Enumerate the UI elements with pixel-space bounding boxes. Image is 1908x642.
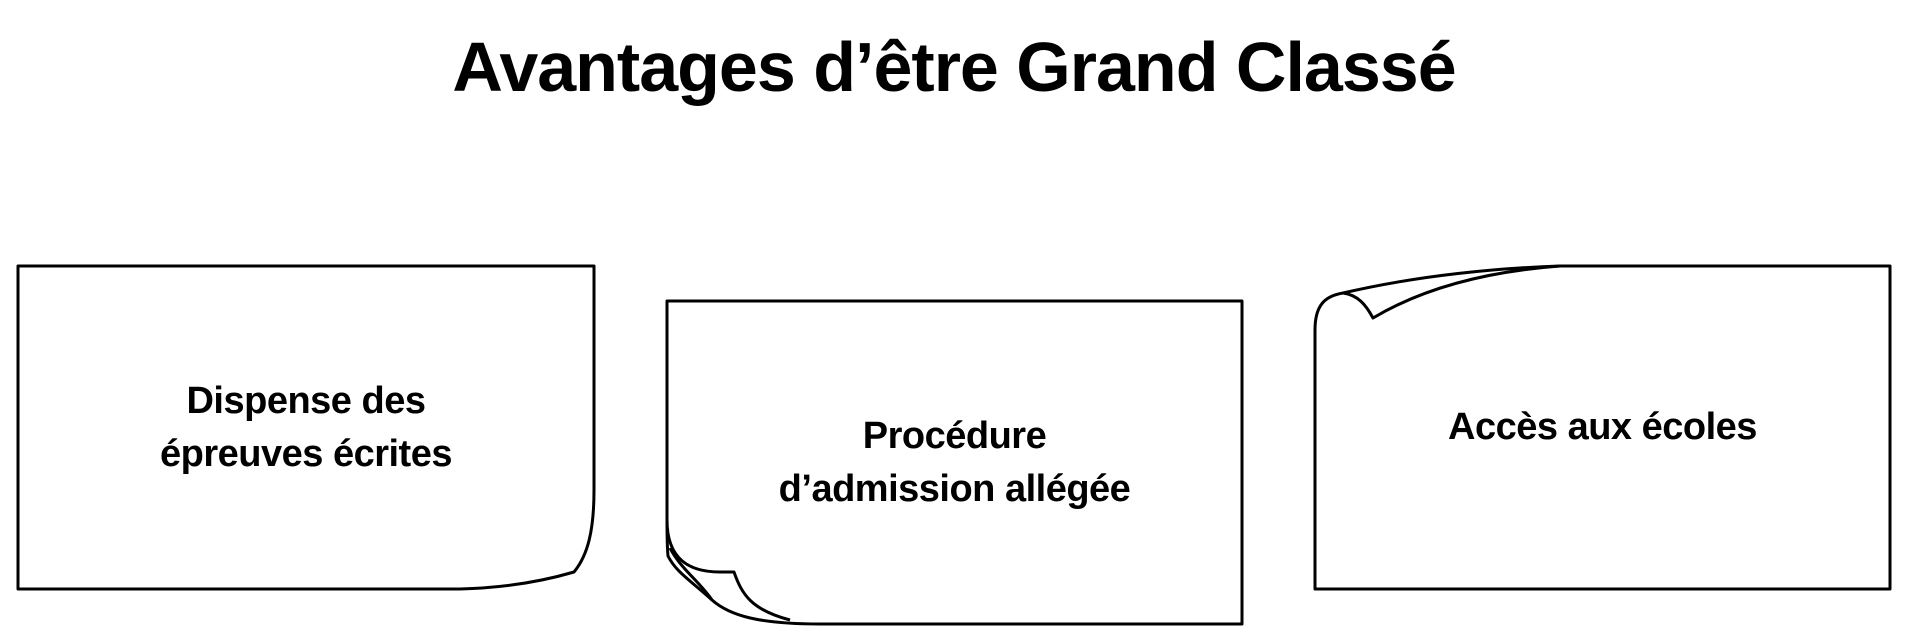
card-acces-ecoles: Accès aux écoles: [1315, 266, 1890, 589]
card-1-shape: [16, 264, 596, 591]
card-1-label-line2: épreuves écrites: [160, 432, 452, 475]
card-3-shape: [1313, 264, 1892, 591]
page-title: Avantages d’être Grand Classé: [452, 28, 1456, 106]
card-3-label-line1: Accès aux écoles: [1448, 406, 1757, 448]
card-2-label-line1: Procédure: [862, 414, 1047, 457]
card-procedure-admission: Procédure d’admission allégée: [667, 301, 1242, 624]
card-1-label-line1: Dispense des: [186, 379, 426, 422]
card-2-label-line2: d’admission allégée: [778, 467, 1131, 510]
card-2-shape: [665, 299, 1244, 626]
card-dispense-epreuves: Dispense des épreuves écrites: [18, 266, 594, 589]
